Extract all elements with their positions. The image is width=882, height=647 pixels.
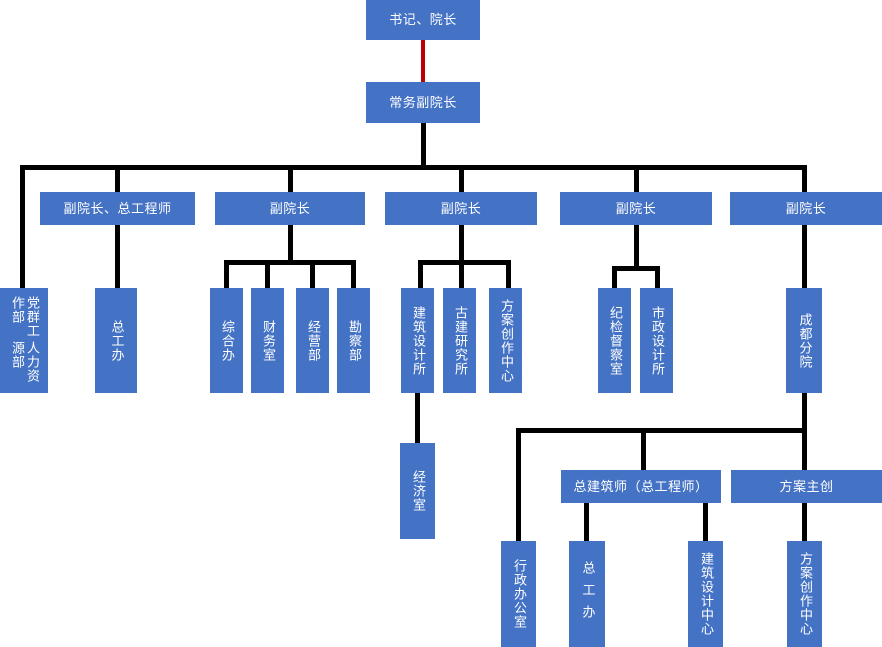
connector-vp3-to-ancient-arch-institute <box>459 260 464 288</box>
connector-vp2-to-business-dept <box>310 260 315 288</box>
connector-chengdu-to-chief-architect <box>641 428 646 470</box>
node-label: 建筑设计中心 <box>698 552 714 636</box>
node-label: 行政办公室 <box>511 559 527 629</box>
node-label: 勘察部 <box>346 319 362 362</box>
node-party-secretary-president[interactable]: 书记、院长 <box>366 0 480 40</box>
node-chengdu-scheme-creation-center[interactable]: 方案创作中心 <box>787 541 822 647</box>
node-label: 书记、院长 <box>389 12 457 28</box>
node-label: 纪检督察室 <box>607 305 623 376</box>
connector-vp3-stem <box>459 225 464 262</box>
node-administrative-office[interactable]: 行政办公室 <box>501 541 536 647</box>
connector-bus-to-vp3 <box>459 165 464 192</box>
node-hr-and-party-affairs[interactable]: 党群工作部 人力资源部 <box>0 288 48 393</box>
connector-bus-to-vp5 <box>802 165 807 192</box>
node-executive-vice-president[interactable]: 常务副院长 <box>366 82 480 123</box>
node-label: 总工办 <box>109 319 125 362</box>
connector-vp3-bus <box>418 260 511 265</box>
node-label: 方案创作中心 <box>797 552 813 636</box>
connector-vp2-stem <box>288 225 293 262</box>
node-label: 经营部 <box>305 319 321 362</box>
connector-chengdu-to-admin-office <box>516 428 521 541</box>
connector-chengdu-branch-stem <box>802 393 807 430</box>
connector-vp4-to-discipline-office <box>612 266 617 288</box>
connector-chengdu-to-scheme-lead <box>802 428 807 470</box>
node-label: 经济室 <box>410 470 426 512</box>
node-vice-president-2[interactable]: 副院长 <box>215 192 365 225</box>
node-label: 方案创作中心 <box>498 298 514 383</box>
connector-vp4-bus <box>612 266 660 271</box>
connector-vp5-to-chengdu-branch <box>802 225 807 288</box>
connector-director-to-deputy <box>421 40 425 82</box>
node-finance-office[interactable]: 财务室 <box>251 288 284 393</box>
connector-chief-architect-to-chief-eng-office <box>584 503 589 541</box>
connector-bus-to-vp2 <box>288 165 293 192</box>
node-scheme-chief-designer[interactable]: 方案主创 <box>731 470 882 503</box>
connector-bus-to-vp1 <box>115 165 120 192</box>
node-label: 市政设计所 <box>649 305 665 376</box>
connector-bus-to-hr-party <box>20 165 25 288</box>
connector-vp3-to-scheme-center <box>506 260 511 288</box>
connector-vp2-to-survey-dept <box>351 260 356 288</box>
node-architectural-design-institute[interactable]: 建筑设计所 <box>401 288 434 393</box>
node-vice-president-3[interactable]: 副院长 <box>385 192 537 225</box>
node-vice-president-4[interactable]: 副院长 <box>560 192 712 225</box>
node-ancient-architecture-institute[interactable]: 古建研究所 <box>443 288 476 393</box>
connector-arch-institute-to-economics-office <box>415 393 420 443</box>
node-economics-office[interactable]: 经济室 <box>400 443 435 539</box>
node-label: 综合办 <box>219 319 235 362</box>
node-label: 副院长 <box>269 200 311 216</box>
node-label-party-affairs: 党群工作部 <box>10 296 40 338</box>
node-label: 副院长 <box>440 200 482 216</box>
connector-vp4-stem <box>634 225 639 268</box>
connector-vp4-to-municipal-institute <box>655 266 660 288</box>
node-label: 总工办 <box>580 561 596 627</box>
node-label-human-resources: 人力资源部 <box>10 340 40 383</box>
node-general-office[interactable]: 综合办 <box>210 288 243 393</box>
connector-chengdu-bus <box>516 428 807 433</box>
node-scheme-creation-center[interactable]: 方案创作中心 <box>489 288 522 393</box>
connector-vp1-to-chief-eng-office <box>115 225 120 288</box>
node-business-department[interactable]: 经营部 <box>296 288 329 393</box>
node-chief-engineer-office[interactable]: 总工办 <box>95 288 137 393</box>
node-label: 建筑设计所 <box>410 305 426 376</box>
node-label: 常务副院长 <box>389 94 457 110</box>
node-label: 副院长 <box>615 200 657 216</box>
node-label: 方案主创 <box>779 478 834 494</box>
connector-vp2-to-finance-office <box>265 260 270 288</box>
connector-vp2-bus <box>224 260 356 265</box>
connector-deputy-stem <box>421 123 426 168</box>
connector-vp2-to-general-office <box>224 260 229 288</box>
node-label: 副院长 <box>785 200 827 216</box>
node-label: 总建筑师（总工程师） <box>573 478 709 494</box>
node-label: 副院长、总工程师 <box>63 200 172 216</box>
node-chief-architect[interactable]: 总建筑师（总工程师） <box>561 470 721 503</box>
connector-vp3-to-arch-design-institute <box>418 260 423 288</box>
node-chengdu-branch[interactable]: 成都分院 <box>786 288 822 393</box>
connector-chief-architect-to-arch-design-center <box>703 503 708 541</box>
connector-main-bus <box>20 165 807 170</box>
node-label: 古建研究所 <box>452 305 468 376</box>
connector-scheme-lead-to-scheme-center <box>802 503 807 541</box>
node-architectural-design-center[interactable]: 建筑设计中心 <box>688 541 723 647</box>
connector-bus-to-vp4 <box>634 165 639 192</box>
node-label: 成都分院 <box>797 312 813 369</box>
node-label: 财务室 <box>260 319 276 362</box>
node-survey-department[interactable]: 勘察部 <box>337 288 370 393</box>
node-vp-chief-engineer[interactable]: 副院长、总工程师 <box>40 192 195 225</box>
node-vice-president-5[interactable]: 副院长 <box>730 192 882 225</box>
node-municipal-design-institute[interactable]: 市政设计所 <box>640 288 673 393</box>
node-chengdu-chief-engineer-office[interactable]: 总工办 <box>569 541 605 647</box>
node-discipline-inspection-office[interactable]: 纪检督察室 <box>598 288 631 393</box>
